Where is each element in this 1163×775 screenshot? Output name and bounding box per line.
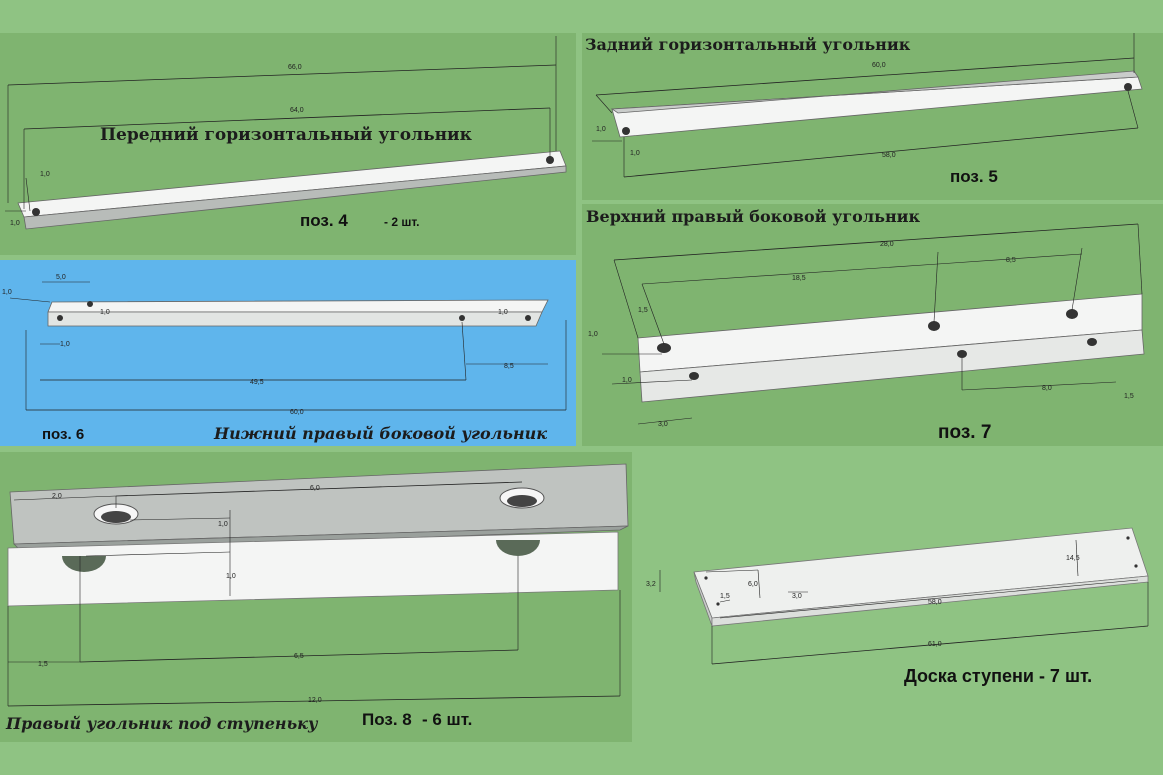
panel-title: Правый угольник под ступеньку — [6, 714, 318, 733]
dim-vert: 1,5 — [638, 307, 648, 314]
dim-offset: 1,0 — [596, 126, 606, 133]
panel-step-board: 3,2 6,0 1,5 3,0 14,5 58,0 61,0 Доска сту… — [638, 452, 1163, 742]
position-label: поз. 5 — [950, 167, 998, 186]
position-label: Поз. 8 — [362, 710, 412, 729]
dim-inner: 1,0 — [100, 309, 110, 316]
dim-span1: 18,5 — [792, 275, 806, 282]
dim-d2: 1,5 — [720, 593, 730, 600]
dim-depth: 1,0 — [226, 573, 236, 580]
drawing-pos-8: 2,0 6,0 1,0 1,0 1,5 6,5 12,0 — [7, 463, 629, 707]
dim-left: 2,0 — [52, 493, 62, 500]
dim-overall: 12,0 — [308, 697, 322, 704]
dim-overall: 61,0 — [928, 641, 942, 648]
dim-left2: 1,0 — [622, 377, 632, 384]
dim-bottom-span: 6,5 — [294, 653, 304, 660]
dim-width: 14,5 — [1066, 555, 1080, 562]
panel-pos-5: 60,0 58,0 1,0 1,0 Задний горизонтальный … — [582, 33, 1163, 200]
drawing-step-board: 3,2 6,0 1,5 3,0 14,5 58,0 61,0 — [646, 527, 1149, 665]
panel-pos-8: 2,0 6,0 1,0 1,0 1,5 6,5 12,0 Правый угол… — [0, 452, 632, 742]
dim-left1: 1,0 — [588, 331, 598, 338]
dim-overall: 66,0 — [288, 64, 302, 71]
quantity-label: - 6 шт. — [422, 710, 473, 729]
panel-title: Передний горизонтальный угольник — [100, 125, 472, 145]
dim-base: 3,0 — [658, 421, 668, 428]
dim-holes: 49,5 — [250, 379, 264, 386]
panel-title: Задний горизонтальный угольник — [585, 35, 911, 54]
dim-overall: 60,0 — [872, 62, 886, 69]
dim-right-inner: 1,0 — [498, 309, 508, 316]
panel-title: Доска ступени - 7 шт. — [904, 666, 1093, 686]
dim-d1: 6,0 — [748, 581, 758, 588]
dim-height: 3,2 — [646, 581, 656, 588]
dim-left-offset: 1,0 — [2, 289, 12, 296]
dim-span2: 8,5 — [1006, 257, 1016, 264]
panel-pos-4: 66,0 64,0 1,0 1,0 Передний горизонтальны… — [0, 33, 576, 255]
dim-top-hole: 5,0 — [56, 274, 66, 281]
panel-pos-6: 5,0 1,0 1,0 1,0 1,0 49,5 8,5 60,0 поз. 6… — [0, 260, 576, 446]
position-label: поз. 6 — [42, 426, 85, 443]
dim-bottom-left: 1,5 — [38, 661, 48, 668]
dim-offset: 1,0 — [40, 171, 50, 178]
dim-edge: 1,0 — [630, 150, 640, 157]
dim-bottom-span: 8,0 — [1042, 385, 1052, 392]
dim-holes: 58,0 — [928, 599, 942, 606]
dim-overall: 28,0 — [880, 241, 894, 248]
drawing-pos-4: 66,0 64,0 1,0 1,0 — [5, 36, 567, 230]
drawing-pos-7: 28,0 18,5 8,5 1,5 1,0 1,0 8,0 1,5 3,0 — [588, 223, 1145, 428]
panel-pos-7: 28,0 18,5 8,5 1,5 1,0 1,0 8,0 1,5 3,0 Ве… — [582, 204, 1163, 446]
dim-d3: 3,0 — [792, 593, 802, 600]
quantity-label: - 2 шт. — [384, 215, 420, 229]
panel-title: Нижний правый боковой угольник — [214, 424, 548, 443]
dim-holes: 58,0 — [882, 152, 896, 159]
dim-hole-dy: 1,0 — [218, 521, 228, 528]
dim-overall: 60,0 — [290, 409, 304, 416]
dim-span: 6,0 — [310, 485, 320, 492]
dim-holes: 64,0 — [290, 107, 304, 114]
position-label: поз. 7 — [938, 422, 992, 443]
dim-edge: 1,0 — [60, 341, 70, 348]
panel-title: Верхний правый боковой угольник — [586, 207, 921, 226]
drawing-pos-6: 5,0 1,0 1,0 1,0 1,0 49,5 8,5 60,0 — [2, 274, 567, 416]
position-label: поз. 4 — [300, 211, 348, 230]
dim-right: 8,5 — [504, 363, 514, 370]
dim-edge: 1,0 — [10, 220, 20, 227]
dim-right-edge: 1,5 — [1124, 393, 1134, 400]
drawing-pos-5: 60,0 58,0 1,0 1,0 — [592, 33, 1143, 178]
